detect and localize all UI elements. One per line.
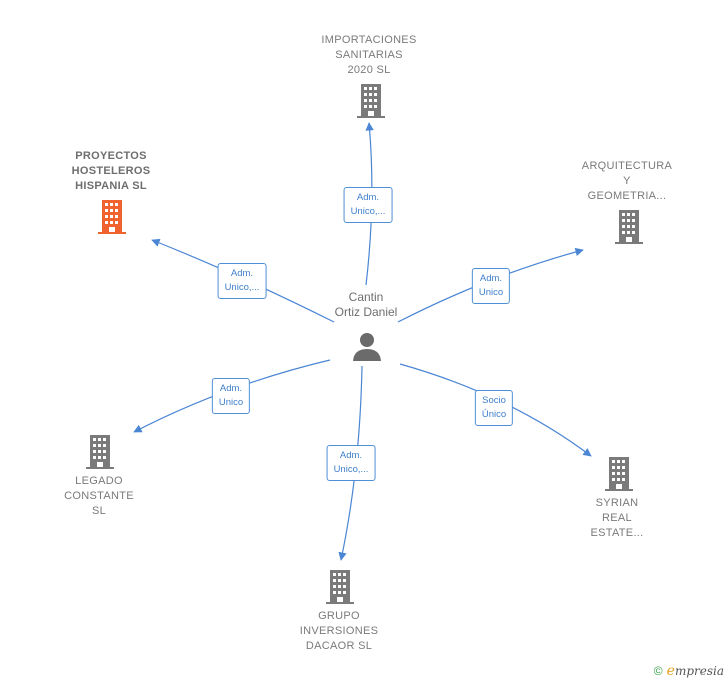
person-icon[interactable] <box>352 331 382 366</box>
building-icon-highlighted[interactable] <box>98 200 126 239</box>
role-label-importaciones[interactable]: Adm. Unico,... <box>343 187 393 223</box>
copyright-icon: © <box>653 664 663 678</box>
role-label-legado[interactable]: Adm. Unico <box>211 378 251 414</box>
building-icon[interactable] <box>615 210 643 249</box>
role-label-grupo[interactable]: Adm. Unico,... <box>326 445 376 481</box>
building-icon[interactable] <box>605 457 633 496</box>
brand-logo[interactable]: empresia <box>666 663 724 679</box>
role-label-syrian[interactable]: Socio Único <box>474 390 514 426</box>
company-name-grupo[interactable]: GRUPO INVERSIONES DACAOR SL <box>299 610 379 652</box>
company-name-arquitectura[interactable]: ARQUITECTURA Y GEOMETRIA... <box>581 160 673 202</box>
company-name-legado[interactable]: LEGADO CONSTANTE SL <box>64 475 134 517</box>
role-label-proyectos[interactable]: Adm. Unico,... <box>217 263 267 299</box>
center-person-name: Cantin Ortiz Daniel <box>334 290 398 319</box>
building-icon[interactable] <box>357 84 385 123</box>
role-label-arquitectura[interactable]: Adm. Unico <box>471 268 511 304</box>
company-name-proyectos[interactable]: PROYECTOS HOSTELEROS HISPANIA SL <box>71 150 151 192</box>
company-name-importaciones[interactable]: IMPORTACIONES SANITARIAS 2020 SL <box>321 34 417 76</box>
building-icon[interactable] <box>326 570 354 609</box>
company-name-syrian[interactable]: SYRIAN REAL ESTATE... <box>590 497 644 539</box>
building-icon[interactable] <box>86 435 114 474</box>
footer-brand: © empresia <box>654 663 724 679</box>
